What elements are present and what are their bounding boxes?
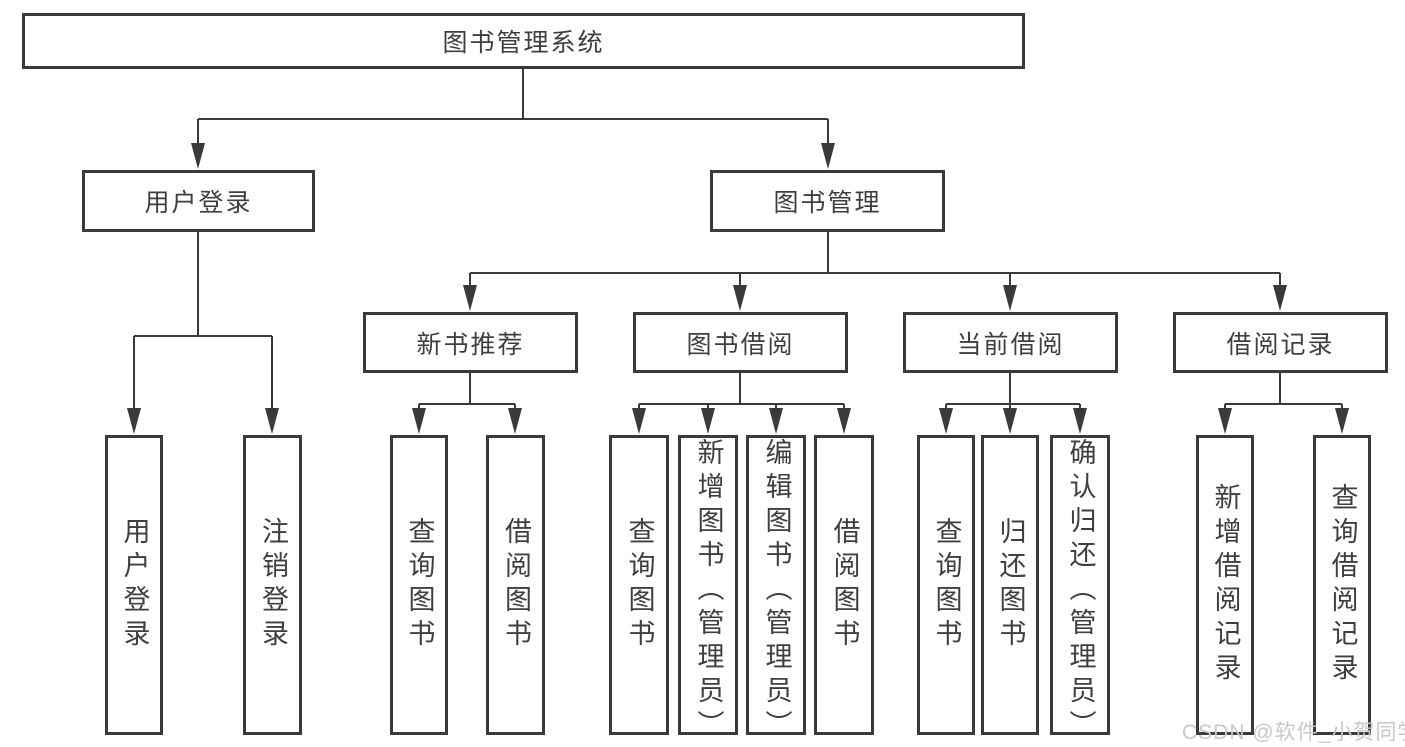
node-book-borrow: 图书借阅 xyxy=(633,312,848,373)
watermark: CSDN @软件_小贺同学 xyxy=(1182,721,1405,744)
leaf-query-books-2: 查询图书 xyxy=(609,435,669,735)
leaf-query-books-1: 查询图书 xyxy=(390,435,448,735)
leaf-label: 归还图书 xyxy=(995,517,1026,653)
leaf-label: 用户登录 xyxy=(119,517,150,653)
leaf-return-books: 归还图书 xyxy=(981,435,1039,735)
leaf-edit-books-admin: 编辑图书（管理员） xyxy=(746,435,806,744)
leaf-label: 查询图书 xyxy=(624,517,655,653)
leaf-label: 查询图书 xyxy=(931,517,962,653)
leaf-borrow-books-2: 借阅图书 xyxy=(814,435,874,735)
node-new-book-recommend: 新书推荐 xyxy=(363,312,578,373)
leaf-logout: 注销登录 xyxy=(243,435,302,735)
leaf-label: 新增借阅记录 xyxy=(1210,483,1241,687)
leaf-label: 新增图书（管理员） xyxy=(693,438,724,744)
leaf-add-borrow-record: 新增借阅记录 xyxy=(1196,435,1254,735)
leaf-add-books-admin: 新增图书（管理员） xyxy=(678,435,738,744)
node-book-management: 图书管理 xyxy=(710,170,945,232)
leaf-query-borrow-record: 查询借阅记录 xyxy=(1313,435,1371,735)
leaf-label: 编辑图书（管理员） xyxy=(761,438,792,744)
node-borrow-records: 借阅记录 xyxy=(1173,312,1388,373)
leaf-confirm-return-admin: 确认归还（管理员） xyxy=(1050,435,1110,744)
leaf-user-login: 用户登录 xyxy=(105,435,163,735)
node-current-borrow: 当前借阅 xyxy=(903,312,1118,373)
leaf-label: 查询借阅记录 xyxy=(1327,483,1358,687)
leaf-query-books-3: 查询图书 xyxy=(917,435,975,735)
leaf-label: 借阅图书 xyxy=(829,517,860,653)
leaf-label: 确认归还（管理员） xyxy=(1065,438,1096,744)
leaf-borrow-books-1: 借阅图书 xyxy=(486,435,545,735)
node-library-system: 图书管理系统 xyxy=(22,13,1025,69)
leaf-label: 注销登录 xyxy=(258,517,288,653)
node-user-login: 用户登录 xyxy=(82,170,315,232)
leaf-label: 查询图书 xyxy=(404,517,435,653)
arrowheads xyxy=(127,143,1349,434)
leaf-label: 借阅图书 xyxy=(501,517,531,653)
